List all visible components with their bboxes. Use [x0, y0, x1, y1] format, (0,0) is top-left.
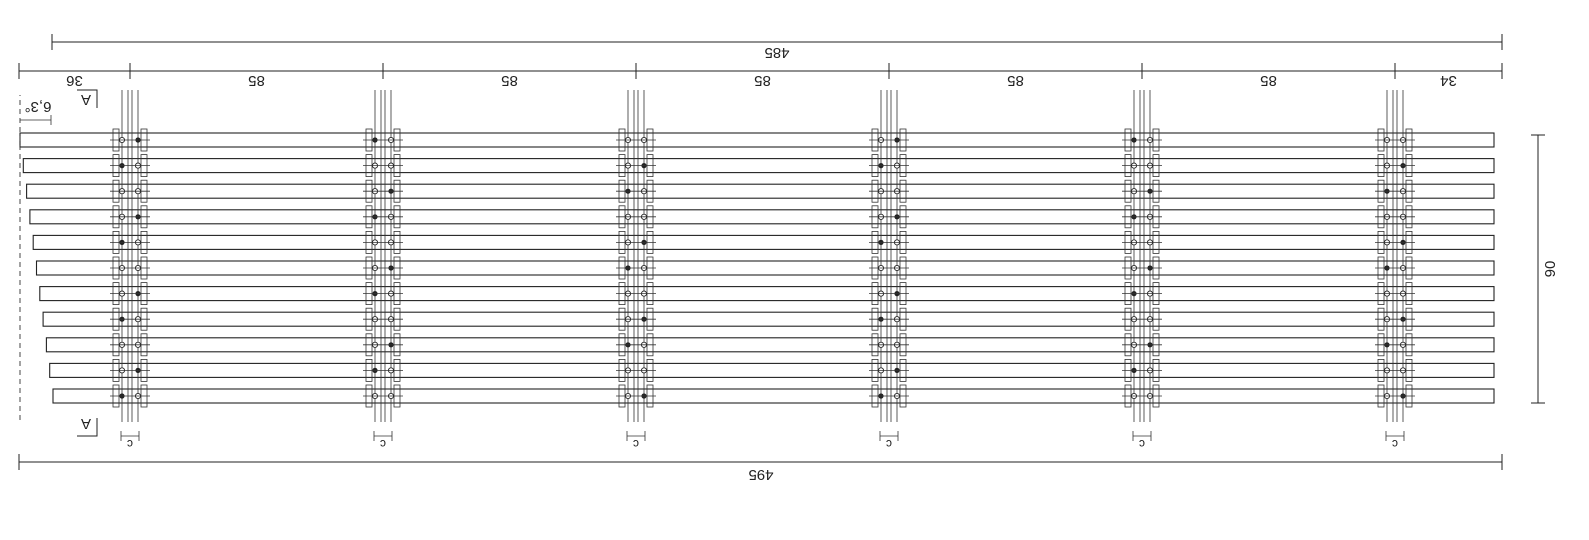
plank — [45, 337, 1495, 353]
plank — [19, 132, 1495, 148]
plank — [52, 388, 1495, 404]
top-overall-dimension: 485 — [51, 34, 1503, 61]
fixing-column — [1375, 90, 1415, 422]
fixing-columns — [110, 90, 1415, 422]
segment-label: 36 — [66, 72, 83, 89]
plank — [26, 183, 1495, 199]
top-overall-label: 485 — [764, 44, 789, 61]
plank — [49, 362, 1495, 378]
fixing-column — [616, 90, 656, 422]
bottom-overall-dimension: 495 — [18, 454, 1503, 483]
segment-label: 85 — [501, 72, 518, 89]
segment-label: 85 — [754, 72, 771, 89]
segment-label: 34 — [1440, 72, 1457, 89]
plank — [42, 311, 1495, 327]
section-mark-bottom: A — [81, 91, 91, 108]
plank-group — [19, 132, 1495, 404]
column-c-label: c — [633, 437, 639, 451]
angle-indicator: 6,3° — [19, 95, 52, 420]
section-marks: A A — [77, 89, 98, 437]
section-mark-top: A — [81, 415, 91, 432]
fixing-column — [1122, 90, 1162, 422]
segment-label: 85 — [1007, 72, 1024, 89]
segment-dimensions: 34 85 85 85 85 85 36 — [18, 63, 1503, 89]
plank — [22, 158, 1495, 174]
column-c-label: c — [1139, 437, 1145, 451]
height-label: 90 — [1542, 261, 1559, 278]
column-c-label: c — [886, 437, 892, 451]
fixing-column — [869, 90, 909, 422]
plank — [39, 286, 1495, 302]
fixing-column — [110, 90, 150, 422]
fixing-column — [363, 90, 403, 422]
height-dimension: 90 — [1531, 134, 1559, 404]
column-c-label: c — [1392, 437, 1398, 451]
column-c-label: c — [127, 437, 133, 451]
angle-label: 6,3° — [25, 98, 52, 115]
bottom-overall-label: 495 — [748, 466, 773, 483]
segment-label: 85 — [1260, 72, 1277, 89]
column-c-label: c — [380, 437, 386, 451]
plank — [35, 260, 1495, 276]
segment-label: 85 — [248, 72, 265, 89]
plank — [29, 209, 1495, 225]
plank — [32, 234, 1495, 250]
